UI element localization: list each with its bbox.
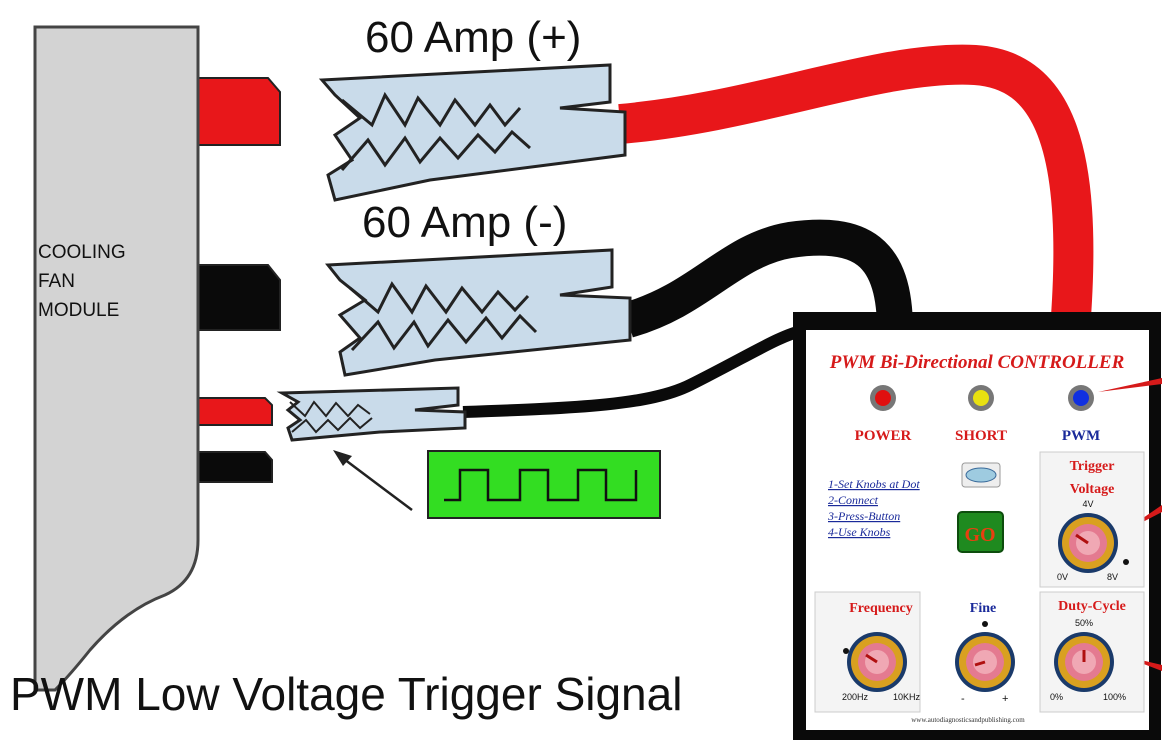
fine-max-label: + <box>1002 693 1008 705</box>
frequency-max-label: 10KHz <box>893 692 921 702</box>
led-power <box>870 385 896 411</box>
module-label-line-2: FAN <box>38 271 75 292</box>
pwm-controller: PWM Bi-Directional CONTROLLER POWER SHOR… <box>793 312 1162 740</box>
clamp-negative <box>325 248 632 377</box>
trigger-max-label: 8V <box>1107 572 1118 582</box>
instruction-1: 1-Set Knobs at Dot <box>828 477 920 491</box>
black-terminal-small <box>194 451 273 483</box>
square-wave-box <box>427 450 661 519</box>
trigger-dot-icon <box>1123 559 1129 565</box>
website-text: www.autodiagnosticsandpublishing.com <box>911 716 1025 724</box>
fine-knob[interactable] <box>955 632 1015 692</box>
instruction-4: 4-Use Knobs <box>828 525 891 539</box>
trigger-min-label: 0V <box>1057 572 1068 582</box>
frequency-min-label: 200Hz <box>842 692 869 702</box>
red-terminal-large <box>194 77 281 146</box>
duty-cycle-min-label: 0% <box>1050 692 1063 702</box>
fine-dot-icon <box>982 621 988 627</box>
instruction-2: 2-Connect <box>828 493 879 507</box>
brand-logo-icon <box>961 462 1001 488</box>
trigger-voltage-knob[interactable] <box>1058 513 1118 573</box>
duty-cycle-top-label: 50% <box>1075 618 1093 628</box>
frequency-knob[interactable] <box>847 632 907 692</box>
clamp-negative-label: 60 Amp (-) <box>362 198 567 247</box>
led-short-label: SHORT <box>955 428 1007 444</box>
module-label-line-3: MODULE <box>38 300 119 321</box>
instruction-3: 3-Press-Button <box>827 509 900 523</box>
clamp-positive <box>318 63 627 202</box>
led-power-label: POWER <box>855 428 912 444</box>
trigger-title-line1: Trigger <box>1070 459 1115 474</box>
fine-min-label: - <box>961 693 965 705</box>
instructions: 1-Set Knobs at Dot 2-Connect 3-Press-But… <box>827 477 920 539</box>
duty-cycle-title: Duty-Cycle <box>1058 599 1126 614</box>
duty-cycle-knob[interactable] <box>1054 632 1114 692</box>
black-terminal-large <box>194 264 281 331</box>
frequency-title: Frequency <box>849 601 913 616</box>
led-pwm <box>1068 385 1094 411</box>
cooling-fan-module <box>33 25 200 692</box>
clamp-positive-label: 60 Amp (+) <box>365 13 581 62</box>
caption: PWM Low Voltage Trigger Signal <box>10 668 682 720</box>
red-terminal-small <box>194 397 273 426</box>
module-label-line-1: COOLING <box>38 242 126 263</box>
led-pwm-label: PWM <box>1062 428 1100 444</box>
small-black-wire <box>462 324 807 418</box>
fine-title: Fine <box>970 601 996 616</box>
trigger-title-line2: Voltage <box>1070 482 1115 497</box>
go-button-label: GO <box>964 524 995 546</box>
go-button[interactable]: GO <box>957 511 1004 553</box>
led-short <box>968 385 994 411</box>
frequency-dot-icon <box>843 648 849 654</box>
trigger-top-label: 4V <box>1082 499 1093 509</box>
red-wire <box>618 44 1094 332</box>
clamp-signal <box>276 386 467 442</box>
duty-cycle-max-label: 100% <box>1103 692 1126 702</box>
black-wire <box>622 219 913 338</box>
signal-arrow <box>333 450 413 511</box>
controller-title: PWM Bi-Directional CONTROLLER <box>829 352 1125 373</box>
